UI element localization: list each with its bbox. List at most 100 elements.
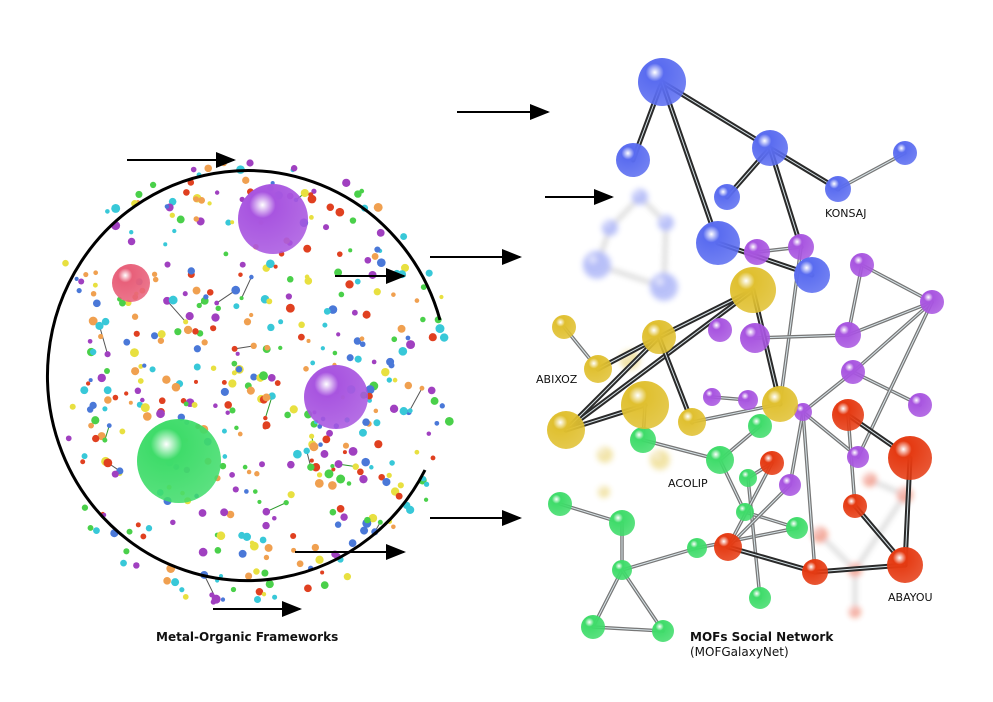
- framework-atom: [371, 252, 379, 260]
- framework-atom: [317, 424, 323, 429]
- framework-atom: [213, 403, 218, 408]
- framework-atom: [398, 346, 408, 356]
- framework-atom: [297, 333, 305, 341]
- framework-atom: [359, 474, 368, 484]
- framework-atom: [87, 338, 93, 344]
- framework-atom: [285, 293, 292, 300]
- network-edge-highlight: [747, 477, 761, 599]
- framework-atom: [124, 391, 129, 396]
- right-caption: MOFs Social Network: [690, 630, 834, 644]
- framework-atom: [434, 420, 440, 426]
- framework-atom: [426, 431, 432, 436]
- framework-atom: [239, 296, 244, 301]
- framework-atom: [287, 460, 295, 469]
- framework-atom: [97, 373, 106, 383]
- framework-atom: [105, 209, 110, 214]
- framework-atom: [342, 450, 347, 455]
- framework-atom: [381, 367, 390, 377]
- framework-atom: [332, 350, 338, 356]
- framework-atom: [168, 197, 177, 206]
- node-label-abayou: ABAYOU: [888, 591, 933, 604]
- framework-atom: [206, 289, 214, 296]
- framework-bond: [166, 300, 187, 323]
- framework-atom: [137, 378, 144, 384]
- framework-atom: [80, 459, 86, 465]
- framework-atom: [133, 330, 140, 337]
- framework-atom: [267, 374, 276, 382]
- framework-atom: [158, 397, 166, 405]
- framework-atom: [389, 460, 395, 466]
- framework-atom: [343, 573, 352, 581]
- framework-atom: [348, 539, 357, 547]
- framework-atom: [400, 233, 408, 241]
- framework-atom: [237, 431, 243, 437]
- framework-atom: [119, 299, 126, 307]
- network-edge-highlight: [802, 411, 859, 458]
- framework-atom: [353, 337, 362, 345]
- framework-atom: [210, 599, 217, 605]
- framework-atom: [80, 386, 89, 395]
- framework-atom: [306, 338, 311, 343]
- ghost-node: [632, 189, 648, 205]
- framework-atom: [88, 316, 98, 326]
- framework-atom: [391, 292, 396, 297]
- network-node-purple: [703, 388, 721, 406]
- framework-atom: [335, 207, 345, 217]
- framework-atom: [164, 261, 171, 268]
- network-node-green: [736, 503, 754, 521]
- node-label-acolip: ACOLIP: [668, 477, 708, 490]
- ghost-node: [583, 251, 611, 279]
- network-node-purple: [835, 322, 861, 348]
- framework-atom: [226, 510, 235, 519]
- framework-atom: [193, 345, 202, 353]
- framework-atom: [210, 365, 217, 371]
- framework-atom: [151, 332, 159, 340]
- framework-atom: [249, 312, 254, 318]
- framework-atom: [131, 367, 140, 376]
- framework-atom: [346, 354, 354, 362]
- framework-atom: [187, 267, 195, 275]
- framework-atom: [198, 196, 206, 204]
- framework-atom: [386, 472, 392, 479]
- framework-atom: [250, 342, 257, 350]
- network-edge-highlight: [565, 289, 754, 431]
- framework-atom: [207, 201, 212, 206]
- framework-atom: [439, 333, 449, 342]
- framework-atom: [220, 160, 227, 167]
- framework-atom: [250, 373, 258, 381]
- network-node-yellow: [547, 411, 585, 449]
- network-nodes: [547, 58, 944, 642]
- framework-atom: [303, 244, 312, 253]
- framework-atom: [365, 385, 375, 395]
- framework-atom: [374, 246, 381, 253]
- framework-atom: [246, 386, 255, 395]
- framework-atom: [338, 291, 345, 298]
- framework-atom: [290, 165, 298, 172]
- framework-atom: [430, 455, 436, 461]
- network-node-green: [652, 620, 674, 642]
- network-node-green: [609, 510, 635, 536]
- framework-atom: [214, 547, 222, 554]
- framework-atom: [309, 458, 314, 463]
- framework-atom: [169, 212, 175, 218]
- framework-atom: [242, 532, 252, 541]
- framework-atom: [140, 403, 150, 413]
- framework-atom: [430, 397, 439, 405]
- network-node-blue: [616, 143, 650, 177]
- framework-atom: [119, 428, 126, 435]
- framework-atom: [376, 228, 385, 237]
- framework-atom: [185, 311, 194, 321]
- network-edge-highlight: [847, 301, 933, 336]
- network-node-purple: [920, 290, 944, 314]
- framework-atom: [123, 338, 131, 346]
- framework-atom: [214, 190, 220, 195]
- framework-atom: [183, 325, 193, 335]
- network-node-blue: [638, 58, 686, 106]
- framework-atom: [142, 363, 147, 368]
- framework-atom: [285, 303, 295, 313]
- framework-atom: [235, 366, 243, 373]
- framework-atom: [407, 408, 413, 414]
- framework-atom: [183, 401, 189, 407]
- framework-atom: [238, 272, 243, 277]
- framework-atom: [293, 449, 302, 459]
